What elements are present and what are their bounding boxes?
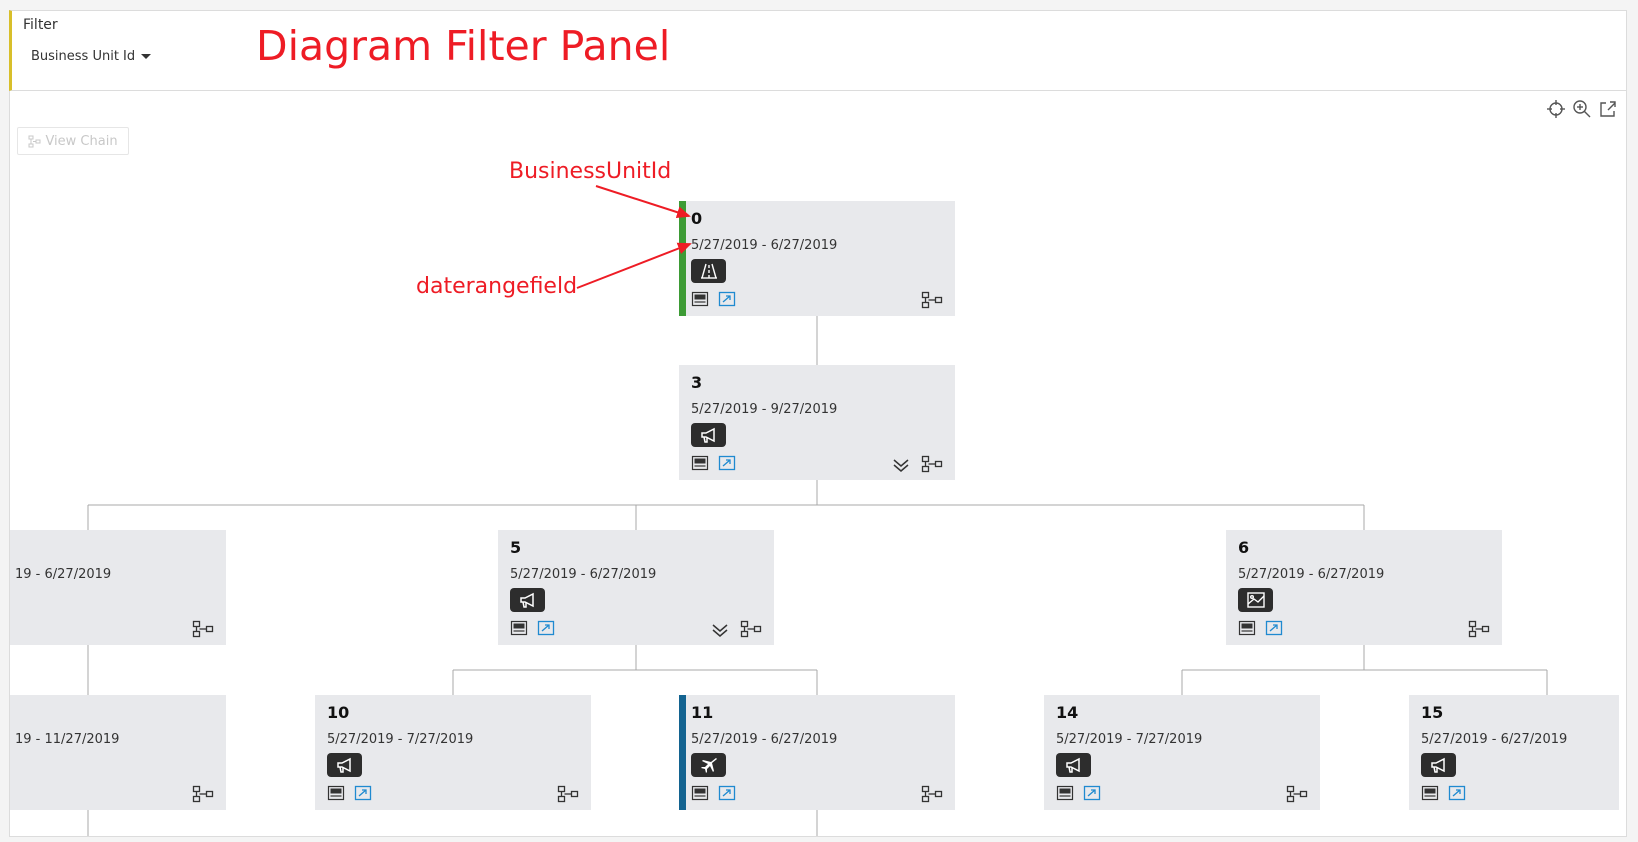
diagram-node-6[interactable]: 6 5/27/2019 - 6/27/2019	[1226, 530, 1502, 645]
chain-icon[interactable]	[921, 785, 943, 803]
node-date-range: 5/27/2019 - 6/27/2019	[1238, 567, 1385, 582]
expand-icon[interactable]	[711, 622, 729, 638]
node-id: 0	[691, 209, 703, 228]
megaphone-icon	[327, 753, 362, 777]
node-date-range: 19 - 6/27/2019	[15, 567, 112, 582]
diagram-node-0[interactable]: 0 5/27/2019 - 6/27/2019	[679, 201, 955, 316]
filter-title: Filter	[23, 17, 58, 33]
diagram-node-10[interactable]: 10 5/27/2019 - 7/27/2019	[315, 695, 591, 810]
open-link-icon[interactable]	[1083, 785, 1101, 801]
diagram-node-nleft1[interactable]: 19 - 6/27/2019	[10, 530, 226, 645]
filter-panel: Filter Business Unit Id	[9, 10, 1627, 91]
megaphone-icon	[510, 588, 545, 612]
diagram-node-3[interactable]: 3 5/27/2019 - 9/27/2019	[679, 365, 955, 480]
business-unit-dropdown-label: Business Unit Id	[31, 49, 136, 64]
node-id: 3	[691, 373, 703, 392]
open-link-icon[interactable]	[537, 620, 555, 636]
megaphone-icon	[1056, 753, 1091, 777]
chain-icon[interactable]	[921, 291, 943, 309]
open-link-icon[interactable]	[718, 291, 736, 307]
node-date-range: 5/27/2019 - 7/27/2019	[1056, 732, 1203, 747]
node-date-range: 5/27/2019 - 7/27/2019	[327, 732, 474, 747]
details-icon[interactable]	[691, 291, 709, 307]
details-icon[interactable]	[691, 785, 709, 801]
caret-down-icon	[141, 54, 152, 59]
details-icon[interactable]	[510, 620, 528, 636]
export-icon[interactable]	[1598, 99, 1618, 119]
chain-icon[interactable]	[192, 785, 214, 803]
details-icon[interactable]	[1056, 785, 1074, 801]
node-id: 6	[1238, 538, 1250, 557]
node-date-range: 5/27/2019 - 9/27/2019	[691, 402, 838, 417]
node-id: 14	[1056, 703, 1079, 722]
chain-icon[interactable]	[1468, 620, 1490, 638]
open-link-icon[interactable]	[718, 455, 736, 471]
diagram-node-5[interactable]: 5 5/27/2019 - 6/27/2019	[498, 530, 774, 645]
zoom-in-icon[interactable]	[1572, 99, 1592, 119]
megaphone-icon	[1421, 753, 1456, 777]
plane-icon	[691, 753, 726, 777]
image-icon	[1238, 588, 1273, 612]
connector-lines	[87, 315, 1548, 836]
chain-icon[interactable]	[192, 620, 214, 638]
crosshair-icon[interactable]	[1546, 99, 1566, 119]
details-icon[interactable]	[327, 785, 345, 801]
annotation-diagram-filter-panel: Diagram Filter Panel	[256, 22, 671, 70]
business-unit-dropdown[interactable]: Business Unit Id	[31, 49, 152, 64]
node-date-range: 19 - 11/27/2019	[15, 732, 120, 747]
open-link-icon[interactable]	[354, 785, 372, 801]
chain-icon[interactable]	[740, 620, 762, 638]
node-date-range: 5/27/2019 - 6/27/2019	[691, 732, 838, 747]
details-icon[interactable]	[1421, 785, 1439, 801]
open-link-icon[interactable]	[1265, 620, 1283, 636]
node-id: 15	[1421, 703, 1444, 722]
annotation-business-unit-id: BusinessUnitId	[509, 159, 672, 184]
annotation-daterangefield: daterangefield	[416, 274, 578, 299]
node-date-range: 5/27/2019 - 6/27/2019	[1421, 732, 1568, 747]
open-link-icon[interactable]	[1448, 785, 1466, 801]
details-icon[interactable]	[1238, 620, 1256, 636]
diagram-node-15[interactable]: 15 5/27/2019 - 6/27/2019	[1409, 695, 1619, 810]
details-icon[interactable]	[691, 455, 709, 471]
diagram-node-14[interactable]: 14 5/27/2019 - 7/27/2019	[1044, 695, 1320, 810]
diagram-canvas[interactable]: View Chain 0 5/27/2019 - 6/27/2019 3 5/27/2…	[9, 91, 1627, 837]
expand-icon[interactable]	[892, 457, 910, 473]
open-link-icon[interactable]	[718, 785, 736, 801]
chain-icon[interactable]	[1286, 785, 1308, 803]
node-date-range: 5/27/2019 - 6/27/2019	[510, 567, 657, 582]
node-id: 5	[510, 538, 522, 557]
node-id: 10	[327, 703, 350, 722]
megaphone-icon	[691, 423, 726, 447]
diagram-node-11[interactable]: 11 5/27/2019 - 6/27/2019	[679, 695, 955, 810]
node-id: 11	[691, 703, 714, 722]
node-date-range: 5/27/2019 - 6/27/2019	[691, 238, 838, 253]
chain-icon[interactable]	[557, 785, 579, 803]
view-chain-button[interactable]: View Chain	[17, 127, 129, 155]
road-icon	[691, 259, 726, 283]
diagram-node-nleft2[interactable]: 19 - 11/27/2019	[10, 695, 226, 810]
chain-icon	[28, 135, 41, 147]
view-chain-label: View Chain	[45, 133, 118, 149]
chain-icon[interactable]	[921, 455, 943, 473]
